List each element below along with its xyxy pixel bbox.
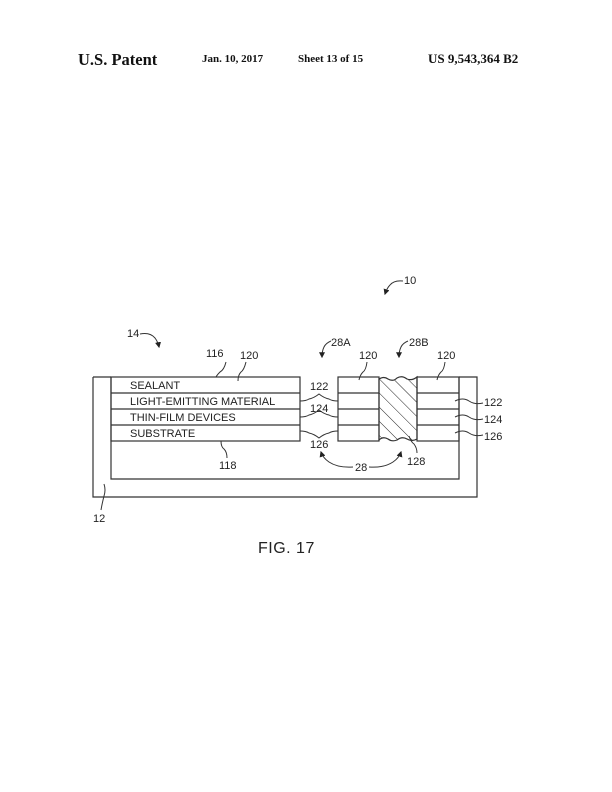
layer-label-thin-film: THIN-FILM DEVICES (130, 412, 236, 424)
brace-124 (299, 409, 339, 418)
ref-116: 116 (206, 348, 224, 360)
ref-28: 28 (355, 462, 367, 474)
ref-124-right: 124 (484, 414, 502, 426)
ref-118: 118 (219, 460, 237, 472)
ref-124-brace: 124 (310, 403, 328, 415)
ref-126-right: 126 (484, 431, 502, 443)
leader-right-122 (454, 398, 484, 405)
ref-122-brace: 122 (310, 381, 328, 393)
ref-28B: 28B (409, 337, 429, 349)
ref-28A: 28A (331, 337, 351, 349)
header-sheet: Sheet 13 of 15 (298, 53, 364, 65)
ref-120-right: 120 (437, 350, 455, 362)
header-date: Jan. 10, 2017 (202, 53, 264, 65)
header-title: U.S. Patent (78, 50, 158, 69)
arrow-28-right (368, 450, 403, 468)
leader-116 (215, 361, 227, 378)
arrow-28B (396, 340, 409, 359)
leader-120-right (436, 361, 446, 381)
arrow-14 (139, 333, 161, 349)
layer-label-sealant: SEALANT (130, 380, 180, 392)
header-patent-number: US 9,543,364 B2 (428, 51, 519, 66)
housing-outer-frame (92, 376, 478, 498)
leader-128 (408, 435, 418, 454)
ref-126-brace: 126 (310, 439, 328, 451)
hatched-cut-region (378, 375, 418, 442)
ref-12: 12 (93, 513, 105, 525)
ref-120-mid: 120 (359, 350, 377, 362)
patent-header: U.S. Patent Jan. 10, 2017 Sheet 13 of 15… (0, 50, 612, 74)
ref-128: 128 (407, 456, 425, 468)
ref-14: 14 (127, 328, 139, 340)
ref-122-right: 122 (484, 397, 502, 409)
arrow-28-left (319, 450, 354, 468)
arrow-28A (319, 340, 332, 359)
leader-right-126 (454, 430, 484, 437)
layer-label-substrate: SUBSTRATE (130, 428, 195, 440)
leader-right-124 (454, 414, 484, 421)
leader-120-mid (358, 361, 368, 381)
arrow-10 (383, 280, 404, 296)
layer-label-light-emitting: LIGHT-EMITTING MATERIAL (130, 396, 275, 408)
brace-122 (299, 393, 339, 402)
figure-caption: FIG. 17 (258, 540, 315, 557)
leader-120-left (237, 361, 247, 382)
ref-120-left: 120 (240, 350, 258, 362)
leader-12 (100, 483, 106, 511)
leader-118 (220, 440, 228, 459)
ref-10: 10 (404, 275, 416, 287)
brace-126 (299, 430, 339, 439)
